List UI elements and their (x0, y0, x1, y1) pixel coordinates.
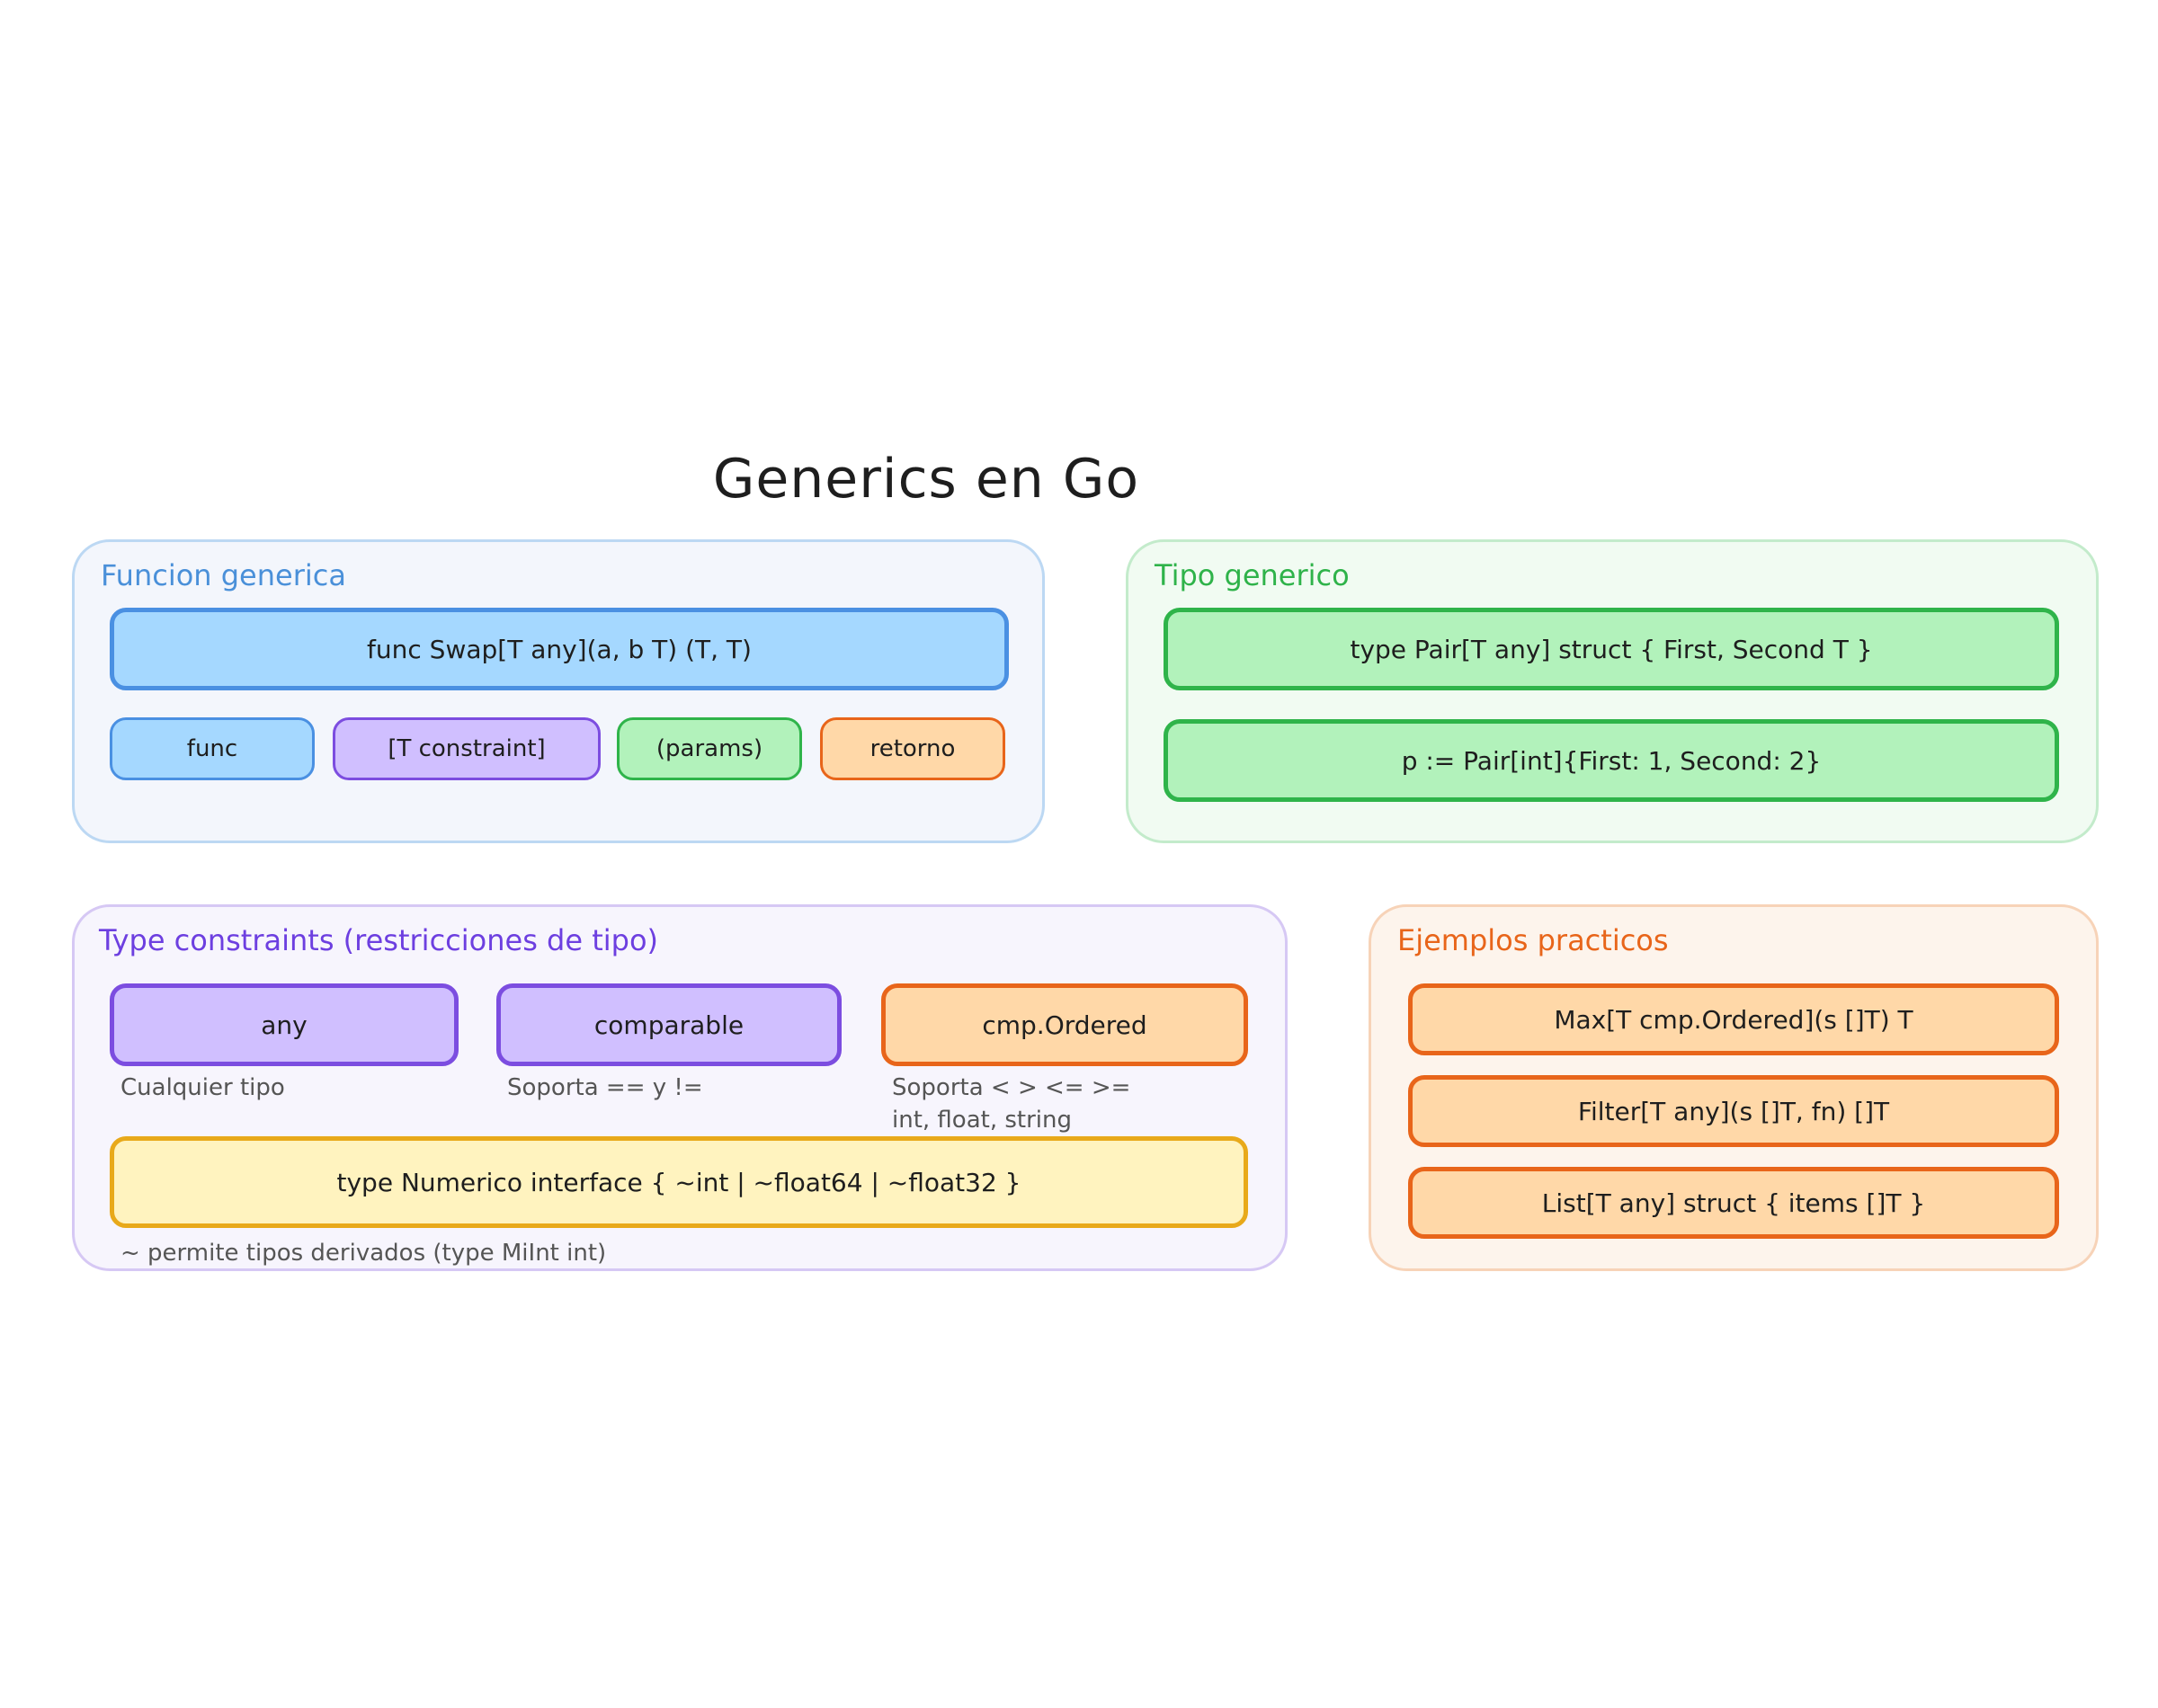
constraint-ordered-types-note: int, float, string (892, 1107, 1073, 1134)
tilde-note: ~ permite tipos derivados (type MiInt in… (120, 1240, 607, 1267)
part-constraint-box[interactable]: [T constraint] (333, 717, 601, 780)
example-list-box[interactable]: List[T any] struct { items []T } (1408, 1167, 2059, 1239)
group-funcion-generica (72, 539, 1045, 843)
constraint-ordered-box[interactable]: cmp.Ordered (881, 983, 1248, 1066)
part-func-box[interactable]: func (110, 717, 315, 780)
group-label-funcion-generica: Funcion generica (101, 558, 346, 592)
constraint-comparable-box[interactable]: comparable (496, 983, 842, 1066)
pair-type-definition-box[interactable]: type Pair[T any] struct { First, Second … (1164, 608, 2059, 690)
part-retorno-box[interactable]: retorno (820, 717, 1005, 780)
group-label-tipo-generico: Tipo generico (1155, 558, 1350, 592)
group-label-ejemplos-practicos: Ejemplos practicos (1397, 923, 1669, 957)
pair-instance-box[interactable]: p := Pair[int]{First: 1, Second: 2} (1164, 719, 2059, 802)
part-params-box[interactable]: (params) (617, 717, 802, 780)
numerico-interface-box[interactable]: type Numerico interface { ~int | ~float6… (110, 1136, 1248, 1228)
example-max-box[interactable]: Max[T cmp.Ordered](s []T) T (1408, 983, 2059, 1055)
constraint-comparable-note: Soporta == y != (507, 1074, 703, 1101)
example-filter-box[interactable]: Filter[T any](s []T, fn) []T (1408, 1075, 2059, 1147)
diagram-title: Generics en Go (712, 448, 1140, 511)
constraint-any-box[interactable]: any (110, 983, 459, 1066)
constraint-any-note: Cualquier tipo (120, 1074, 285, 1101)
constraint-ordered-note: Soporta < > <= >= (892, 1074, 1131, 1101)
group-label-type-constraints: Type constraints (restricciones de tipo) (99, 923, 659, 957)
swap-signature-box[interactable]: func Swap[T any](a, b T) (T, T) (110, 608, 1009, 690)
